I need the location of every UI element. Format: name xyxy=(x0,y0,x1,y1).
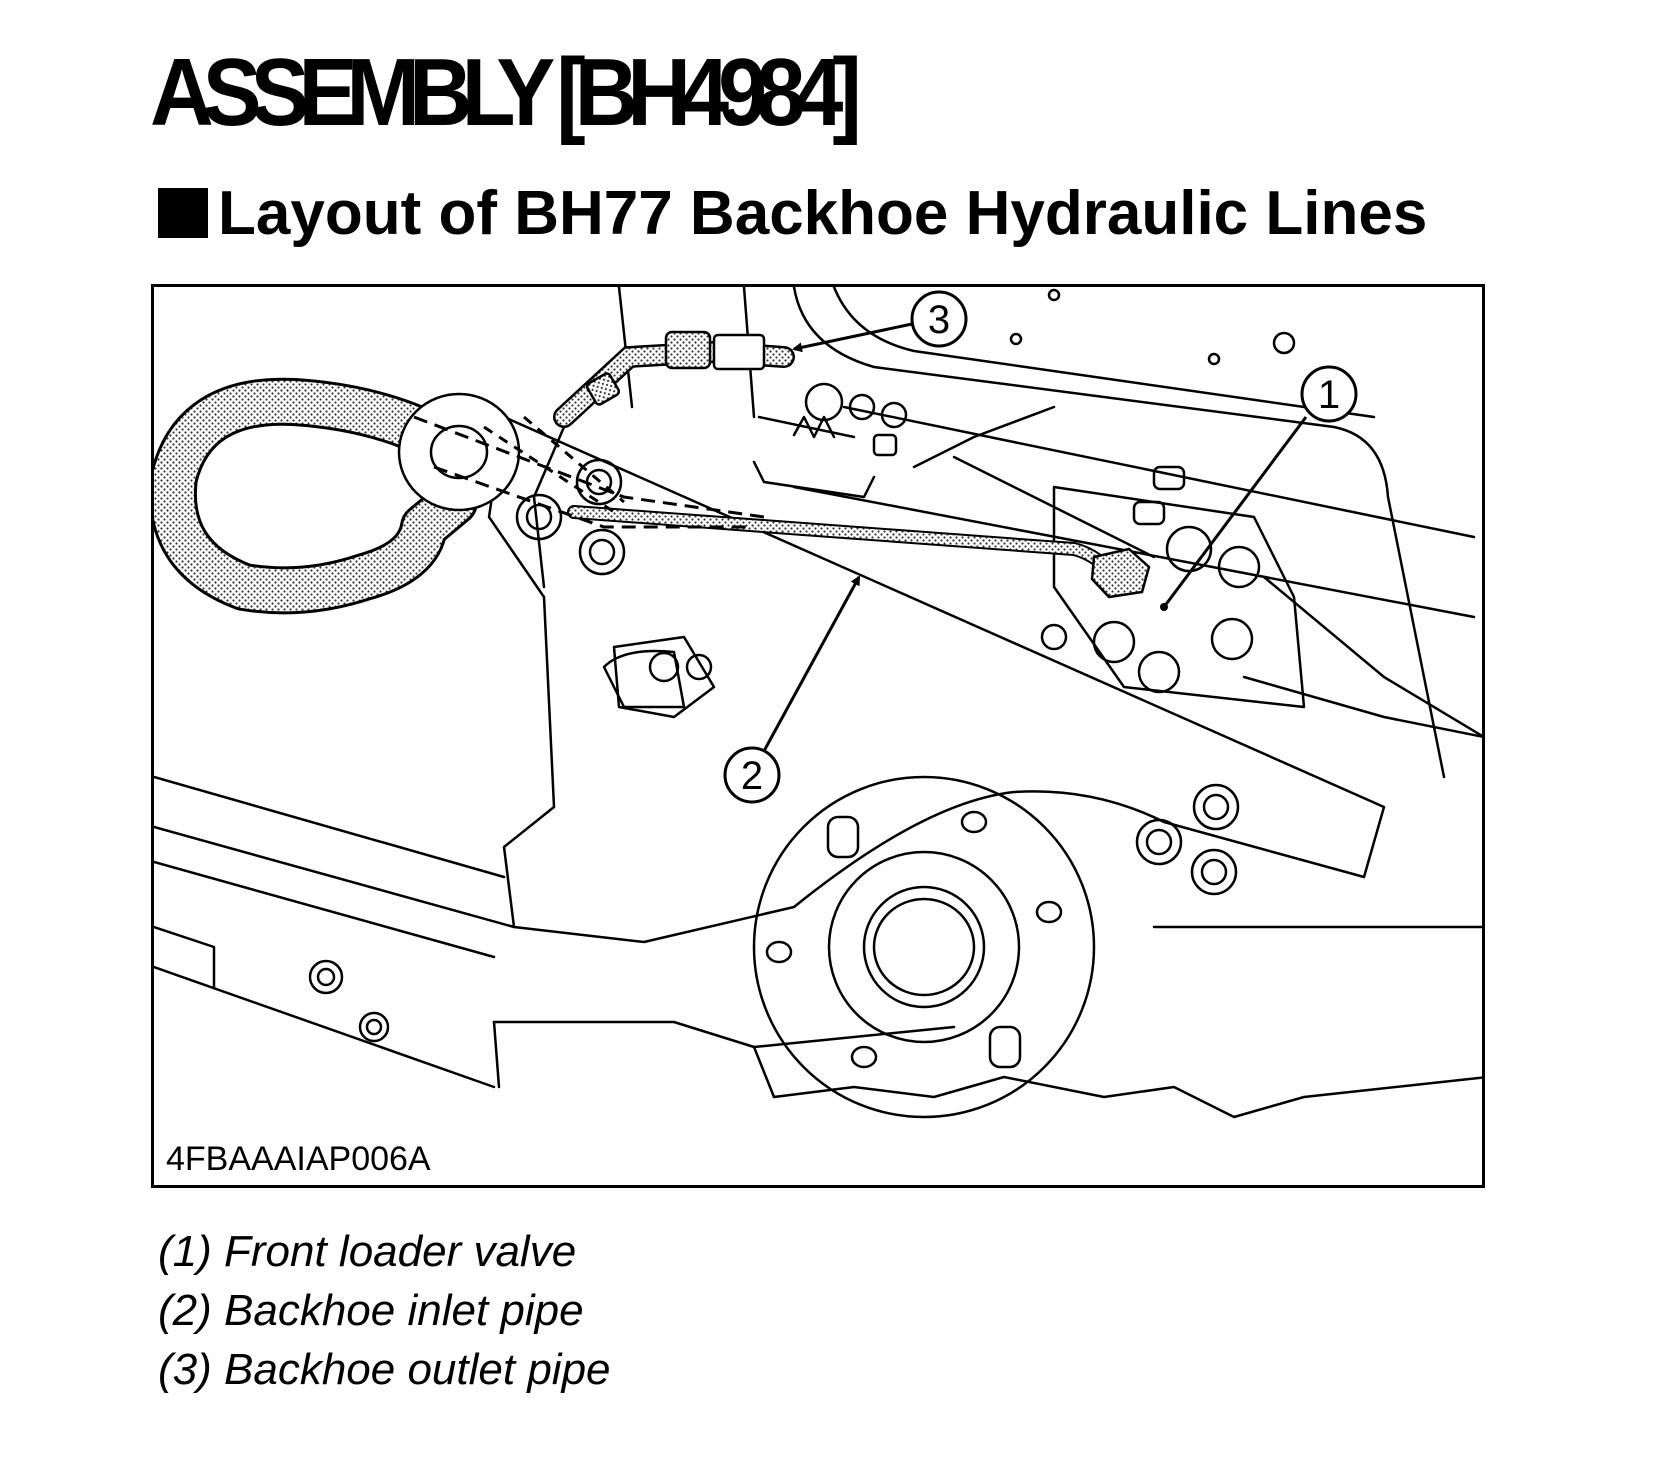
figure-legend: (1) Front loader valve (2) Backhoe inlet… xyxy=(158,1222,611,1399)
callout-3: 3 xyxy=(910,290,968,348)
backhoe-inlet-pipe xyxy=(413,415,1151,599)
callout-2-label: 2 xyxy=(741,754,763,798)
hydraulic-lines-illustration: 1 2 3 xyxy=(154,287,1482,1119)
legend-item-backhoe-outlet-pipe: (3) Backhoe outlet pipe xyxy=(158,1345,611,1394)
legend-item-backhoe-inlet-pipe: (2) Backhoe inlet pipe xyxy=(158,1286,584,1335)
legend-item-front-loader-valve: (1) Front loader valve xyxy=(158,1227,577,1276)
heading-square-icon xyxy=(158,188,208,238)
bracket-bolts xyxy=(308,458,1240,1043)
callout-leaders xyxy=(762,322,1308,752)
inlet-hose xyxy=(154,377,521,615)
callout-2: 2 xyxy=(723,746,781,804)
backhoe-outlet-pipe xyxy=(553,330,795,428)
section-heading: Layout of BH77 Backhoe Hydraulic Lines xyxy=(158,178,1427,250)
callout-1-label: 1 xyxy=(1318,373,1340,417)
section-heading-text: Layout of BH77 Backhoe Hydraulic Lines xyxy=(218,179,1428,248)
front-loader-valve xyxy=(912,405,1482,738)
callout-1: 1 xyxy=(1300,365,1358,423)
wheel-hub-flange xyxy=(752,775,1096,1119)
callout-3-label: 3 xyxy=(928,298,950,342)
bracket-plate xyxy=(487,415,1386,944)
page-title: ASSEMBLY [BH4984] xyxy=(150,39,862,146)
figure-code: 4FBAAAIAP006A xyxy=(166,1140,431,1178)
figure-frame: 1 2 3 4FBAAAIAP006A xyxy=(151,284,1485,1188)
